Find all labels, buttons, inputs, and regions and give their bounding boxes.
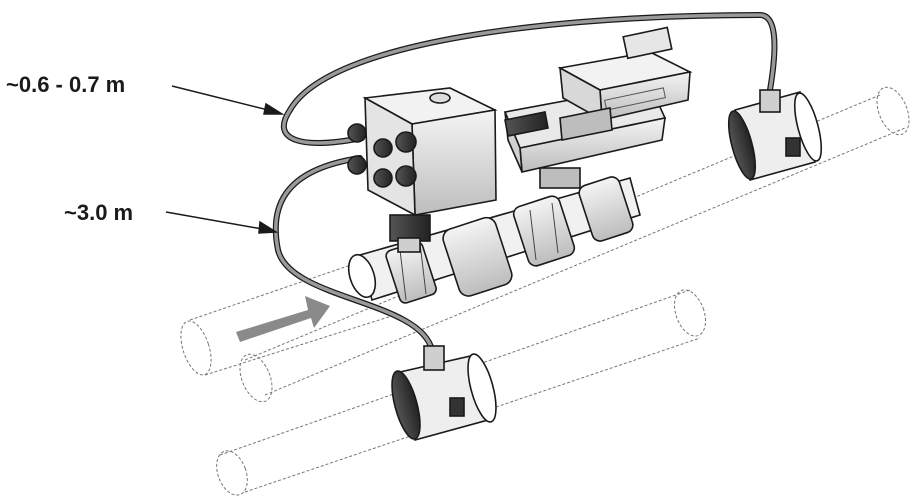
lower-cable-length-label: ~3.0 m [64, 200, 134, 225]
valve-actuator [503, 26, 693, 189]
valve-body [347, 176, 641, 304]
label-leader-lines [165, 85, 285, 234]
upper-pipe-sensor [727, 89, 823, 181]
lower-leader-arrowhead [258, 220, 279, 234]
upper-cable [281, 11, 778, 146]
upper-leader-line [171, 85, 277, 113]
lower-cable [272, 155, 435, 353]
lower-leader-line [165, 211, 269, 231]
upper-cable-length-label: ~0.6 - 0.7 m [6, 72, 126, 97]
lower-pipe-sensor [391, 345, 497, 441]
sensor-module [347, 87, 498, 253]
flow-direction-arrow [236, 296, 330, 342]
upper-leader-arrowhead [263, 102, 285, 115]
